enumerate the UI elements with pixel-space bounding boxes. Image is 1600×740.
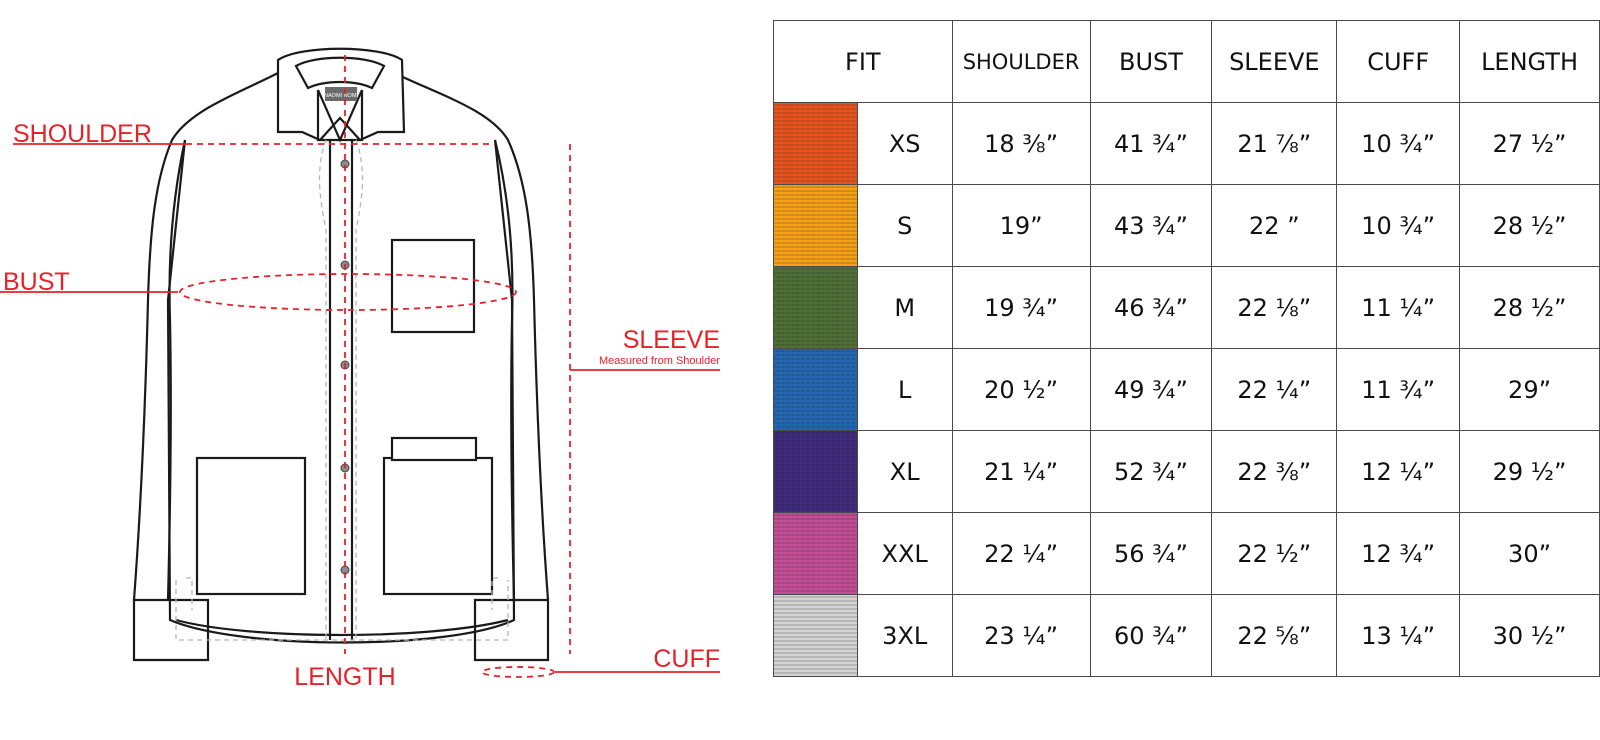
- sleeve-value: 22 ½”: [1211, 512, 1338, 595]
- sleeve-value: 22 ⅜”: [1211, 430, 1338, 513]
- header-cuff: CUFF: [1336, 20, 1461, 103]
- length-value: 30 ½”: [1459, 594, 1600, 677]
- cuff-value: 12 ¼”: [1336, 430, 1461, 513]
- bust-value: 60 ¾”: [1089, 594, 1213, 677]
- sleeve-note: Measured from Shoulder: [599, 355, 720, 367]
- length-value: 29”: [1459, 348, 1600, 431]
- jacket-diagram: .ol { fill: none; stroke: #1a1a1a; strok…: [0, 47, 720, 691]
- size-label: 3XL: [856, 594, 953, 677]
- shoulder-value: 23 ¼”: [951, 594, 1091, 677]
- size-label: XL: [856, 430, 953, 513]
- cuff-value: 10 ¾”: [1336, 184, 1461, 267]
- bust-value: 52 ¾”: [1089, 430, 1213, 513]
- bust-value: 41 ¾”: [1089, 102, 1213, 185]
- shoulder-value: 21 ¼”: [951, 430, 1091, 513]
- header-length: LENGTH: [1459, 20, 1600, 103]
- sleeve-value: 21 ⅞”: [1211, 102, 1338, 185]
- header-shoulder: SHOULDER: [951, 20, 1091, 103]
- cuff-label: CUFF: [653, 645, 720, 673]
- color-swatch: [773, 348, 858, 431]
- length-label: LENGTH: [294, 663, 395, 691]
- shoulder-value: 19”: [951, 184, 1091, 267]
- bust-value: 56 ¾”: [1089, 512, 1213, 595]
- size-label: XS: [856, 102, 953, 185]
- length-value: 29 ½”: [1459, 430, 1600, 513]
- size-label: XXL: [856, 512, 953, 595]
- measurement-lines: [0, 55, 720, 678]
- header-sleeve: SLEEVE: [1211, 20, 1338, 103]
- brand-tag-text: NAOMI NOMI: [324, 93, 358, 99]
- bust-value: 46 ¾”: [1089, 266, 1213, 349]
- color-swatch: [773, 266, 858, 349]
- color-swatch: [773, 184, 858, 267]
- header-bust: BUST: [1089, 20, 1213, 103]
- sleeve-value: 22 ⅝”: [1211, 594, 1338, 677]
- length-value: 30”: [1459, 512, 1600, 595]
- bust-value: 43 ¾”: [1089, 184, 1213, 267]
- header-fit: FIT: [773, 20, 953, 103]
- sleeve-value: 22 ¼”: [1211, 348, 1338, 431]
- shoulder-value: 18 ⅜”: [951, 102, 1091, 185]
- stitching: [175, 139, 509, 641]
- color-swatch: [773, 512, 858, 595]
- length-value: 28 ½”: [1459, 184, 1600, 267]
- size-label: S: [856, 184, 953, 267]
- size-label: M: [856, 266, 953, 349]
- cuff-value: 11 ¼”: [1336, 266, 1461, 349]
- sleeve-value: 22 ⅛”: [1211, 266, 1338, 349]
- shoulder-value: 22 ¼”: [951, 512, 1091, 595]
- size-label: L: [856, 348, 953, 431]
- sleeve-value: 22 ”: [1211, 184, 1338, 267]
- shoulder-value: 19 ¾”: [951, 266, 1091, 349]
- bust-value: 49 ¾”: [1089, 348, 1213, 431]
- jacket-outline: [132, 47, 550, 662]
- shoulder-label: SHOULDER: [13, 120, 152, 148]
- color-swatch: [773, 430, 858, 513]
- cuff-value: 13 ¼”: [1336, 594, 1461, 677]
- color-swatch: [773, 102, 858, 185]
- length-value: 28 ½”: [1459, 266, 1600, 349]
- color-swatch: [773, 594, 858, 677]
- bust-label: BUST: [3, 268, 70, 296]
- cuff-value: 10 ¾”: [1336, 102, 1461, 185]
- length-value: 27 ½”: [1459, 102, 1600, 185]
- brand-tag: [325, 87, 357, 101]
- header-row: FIT SHOULDER BUST SLEEVE CUFF LENGTH: [773, 20, 1600, 103]
- cuff-value: 12 ¾”: [1336, 512, 1461, 595]
- shoulder-value: 20 ½”: [951, 348, 1091, 431]
- cuff-value: 11 ¾”: [1336, 348, 1461, 431]
- sleeve-label: SLEEVE: [623, 326, 720, 354]
